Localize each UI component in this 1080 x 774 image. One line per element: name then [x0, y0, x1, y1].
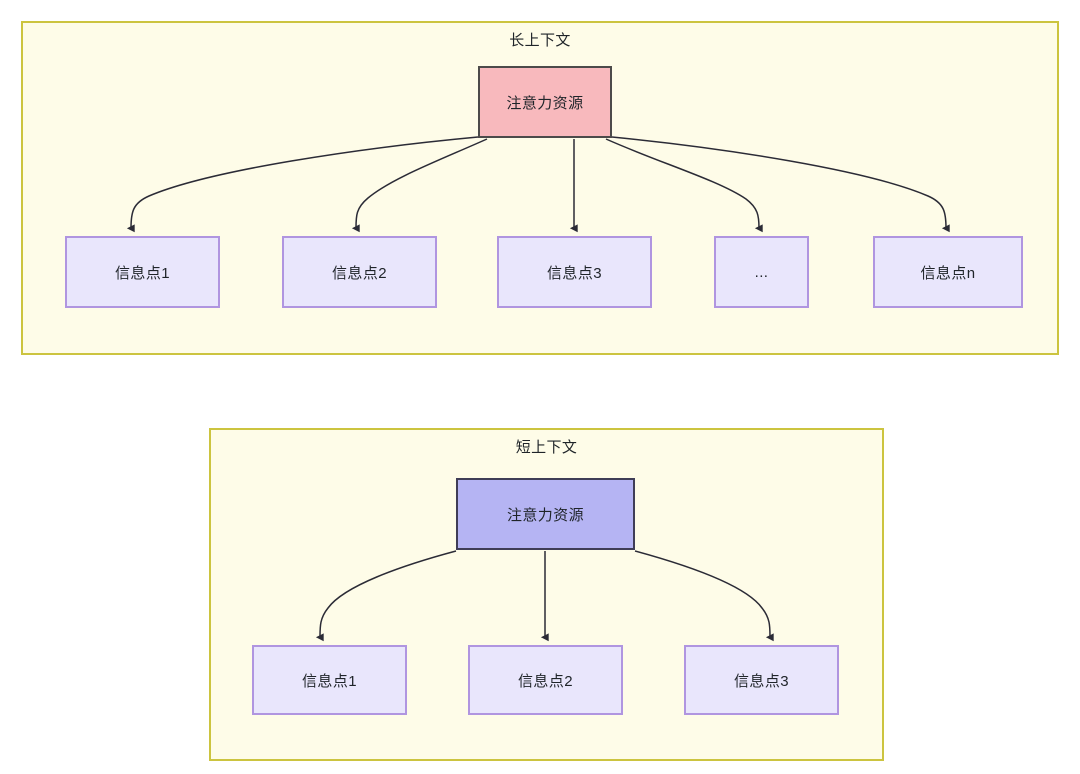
panel-long-context-title: 长上下文: [509, 32, 571, 49]
node-label: 信息点2: [332, 264, 387, 282]
node-label: 信息点1: [302, 672, 357, 690]
node-short-info-point-2[interactable]: 信息点2: [468, 645, 623, 715]
node-label: 信息点n: [920, 264, 976, 282]
node-label: 信息点2: [518, 672, 573, 690]
node-label: ...: [754, 263, 769, 281]
node-label: 信息点1: [115, 264, 170, 282]
panel-short-context-title: 短上下文: [515, 439, 578, 456]
node-long-info-point-2[interactable]: 信息点2: [282, 236, 437, 308]
node-label: 信息点3: [734, 672, 789, 690]
node-long-info-point-1[interactable]: 信息点1: [65, 236, 220, 308]
node-long-info-point-ellipsis[interactable]: ...: [714, 236, 809, 308]
node-long-info-point-n[interactable]: 信息点n: [873, 236, 1023, 308]
node-label: 注意力资源: [506, 94, 584, 112]
node-long-info-point-3[interactable]: 信息点3: [497, 236, 652, 308]
node-label: 注意力资源: [506, 506, 584, 524]
node-short-info-point-3[interactable]: 信息点3: [684, 645, 839, 715]
node-label: 信息点3: [547, 264, 602, 282]
node-short-info-point-1[interactable]: 信息点1: [252, 645, 407, 715]
node-long-attention-resource[interactable]: 注意力资源: [478, 66, 612, 138]
node-short-attention-resource[interactable]: 注意力资源: [456, 478, 635, 550]
